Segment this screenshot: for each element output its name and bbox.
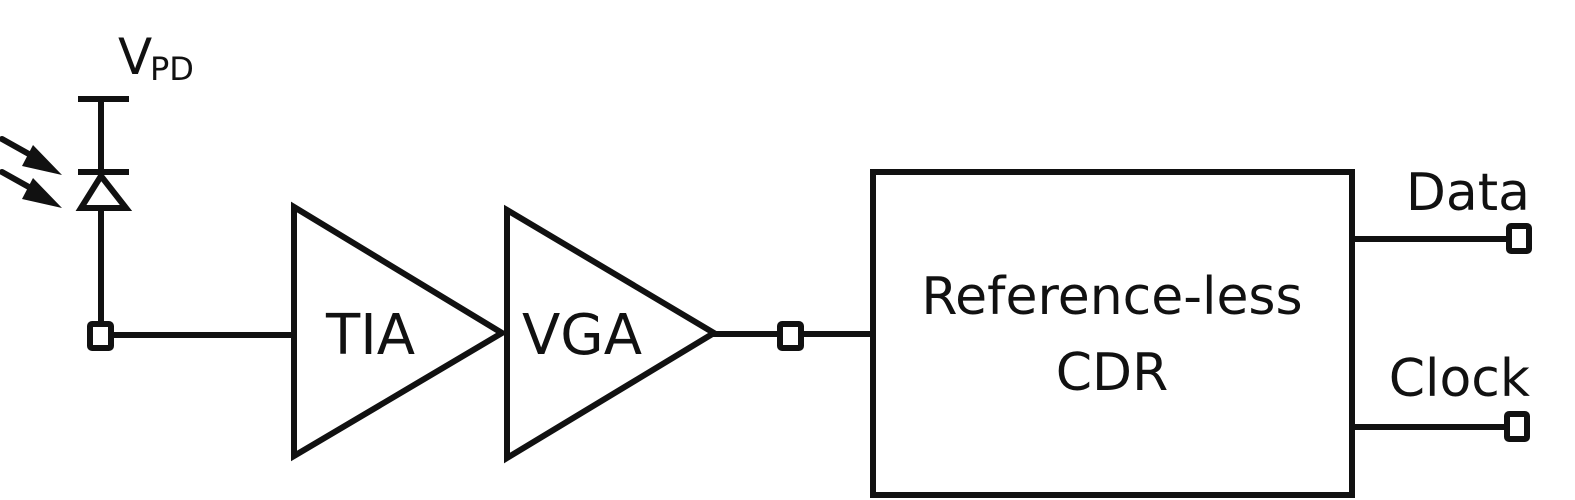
input-node-terminal [87,321,114,351]
clock-label: Clock [1389,349,1530,409]
cdr-input-node-terminal [777,321,804,351]
data-label: Data [1406,163,1530,223]
data-output-terminal [1506,223,1532,254]
cdr-rectangle [870,169,1355,498]
tia-block: TIA [291,201,508,462]
vpd-label-main: V [118,28,152,86]
vpd-label-sub: PD [150,50,194,88]
tia-triangle [291,201,508,462]
cdr-label-line2: CDR [1056,343,1168,403]
tia-label: TIA [325,303,415,368]
vga-block: VGA [504,204,720,464]
vga-triangle [504,204,720,464]
light-arrow-icon [0,136,62,175]
cdr-block: Reference-less CDR [870,169,1355,498]
photodiode [0,96,133,326]
diode-triangle [75,170,133,211]
vga-label: VGA [522,303,642,368]
clock-output-terminal [1504,411,1530,442]
light-arrow-icon [0,169,62,208]
cdr-label-line1: Reference-less [921,267,1302,327]
